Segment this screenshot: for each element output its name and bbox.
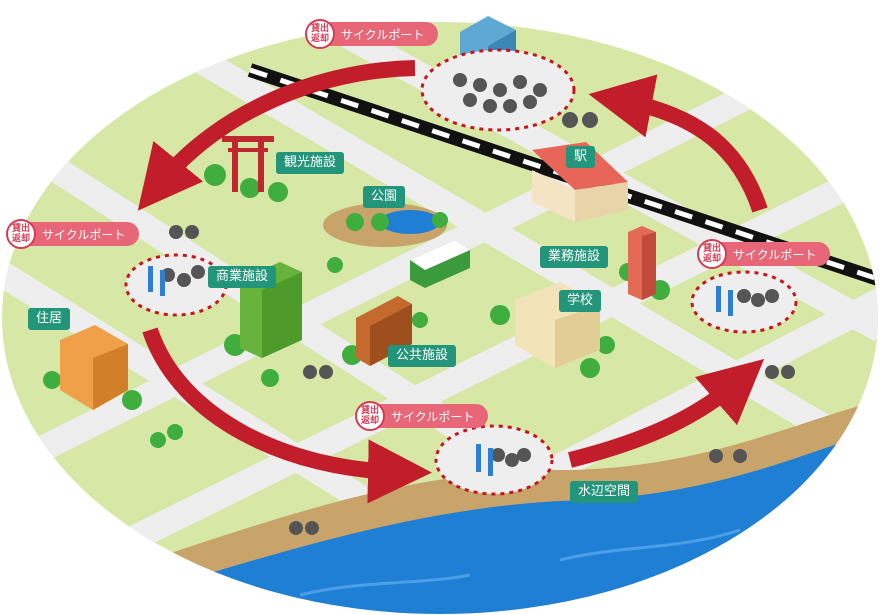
- cycle-port-name: サイクルポート: [26, 222, 140, 246]
- facility-label-tourism: 観光施設: [276, 152, 345, 174]
- facility-label-park: 公園: [363, 186, 406, 208]
- facility-label-station: 駅: [566, 146, 596, 168]
- circulation-arrows: [137, 60, 768, 504]
- cycle-port-north[interactable]: [420, 48, 576, 132]
- river-ripple: [559, 528, 741, 562]
- torii-gate-icon: [222, 136, 274, 192]
- facility-label-business: 業務施設: [540, 246, 609, 268]
- bus-icon: [410, 240, 470, 288]
- cyclist-icon: [169, 112, 795, 535]
- cycle-port-label-east: 貸出 返却 サイクルポート: [697, 238, 831, 270]
- river-ripple: [299, 573, 471, 597]
- facility-label-residence: 住居: [28, 308, 71, 330]
- cycle-port-name: サイクルポート: [325, 22, 439, 46]
- cycle-port-east[interactable]: [690, 270, 798, 334]
- arrow-west-to-south: [142, 327, 432, 504]
- arrow-north-to-west: [137, 60, 416, 211]
- facility-label-commercial: 商業施設: [208, 266, 277, 288]
- cycle-port-label-north: 貸出 返却 サイクルポート: [305, 18, 439, 50]
- cycle-port-label-west: 貸出 返却 サイクルポート: [6, 218, 140, 250]
- park-pond: [380, 210, 440, 234]
- cycle-port-south[interactable]: [434, 424, 554, 496]
- cycle-port-name: サイクルポート: [717, 242, 831, 266]
- facility-label-public: 公共施設: [388, 345, 457, 367]
- rent-return-badge: 貸出 返却: [305, 19, 335, 49]
- office-tower-icon: [628, 226, 656, 300]
- cycle-port-label-south: 貸出 返却 サイクルポート: [355, 400, 489, 432]
- apartment-building-icon: [60, 325, 128, 410]
- facility-label-school: 学校: [559, 290, 602, 312]
- arrow-south-to-east: [568, 358, 765, 468]
- arrow-east-to-north: [588, 74, 768, 213]
- trees: [43, 164, 670, 448]
- rent-return-badge: 貸出 返却: [355, 401, 385, 431]
- rent-return-badge: 貸出 返却: [697, 239, 727, 269]
- cycle-port-name: サイクルポート: [375, 404, 489, 428]
- cycle-port-west[interactable]: [124, 253, 228, 317]
- rent-return-badge: 貸出 返却: [6, 219, 36, 249]
- facility-label-waterfront: 水辺空間: [570, 481, 639, 503]
